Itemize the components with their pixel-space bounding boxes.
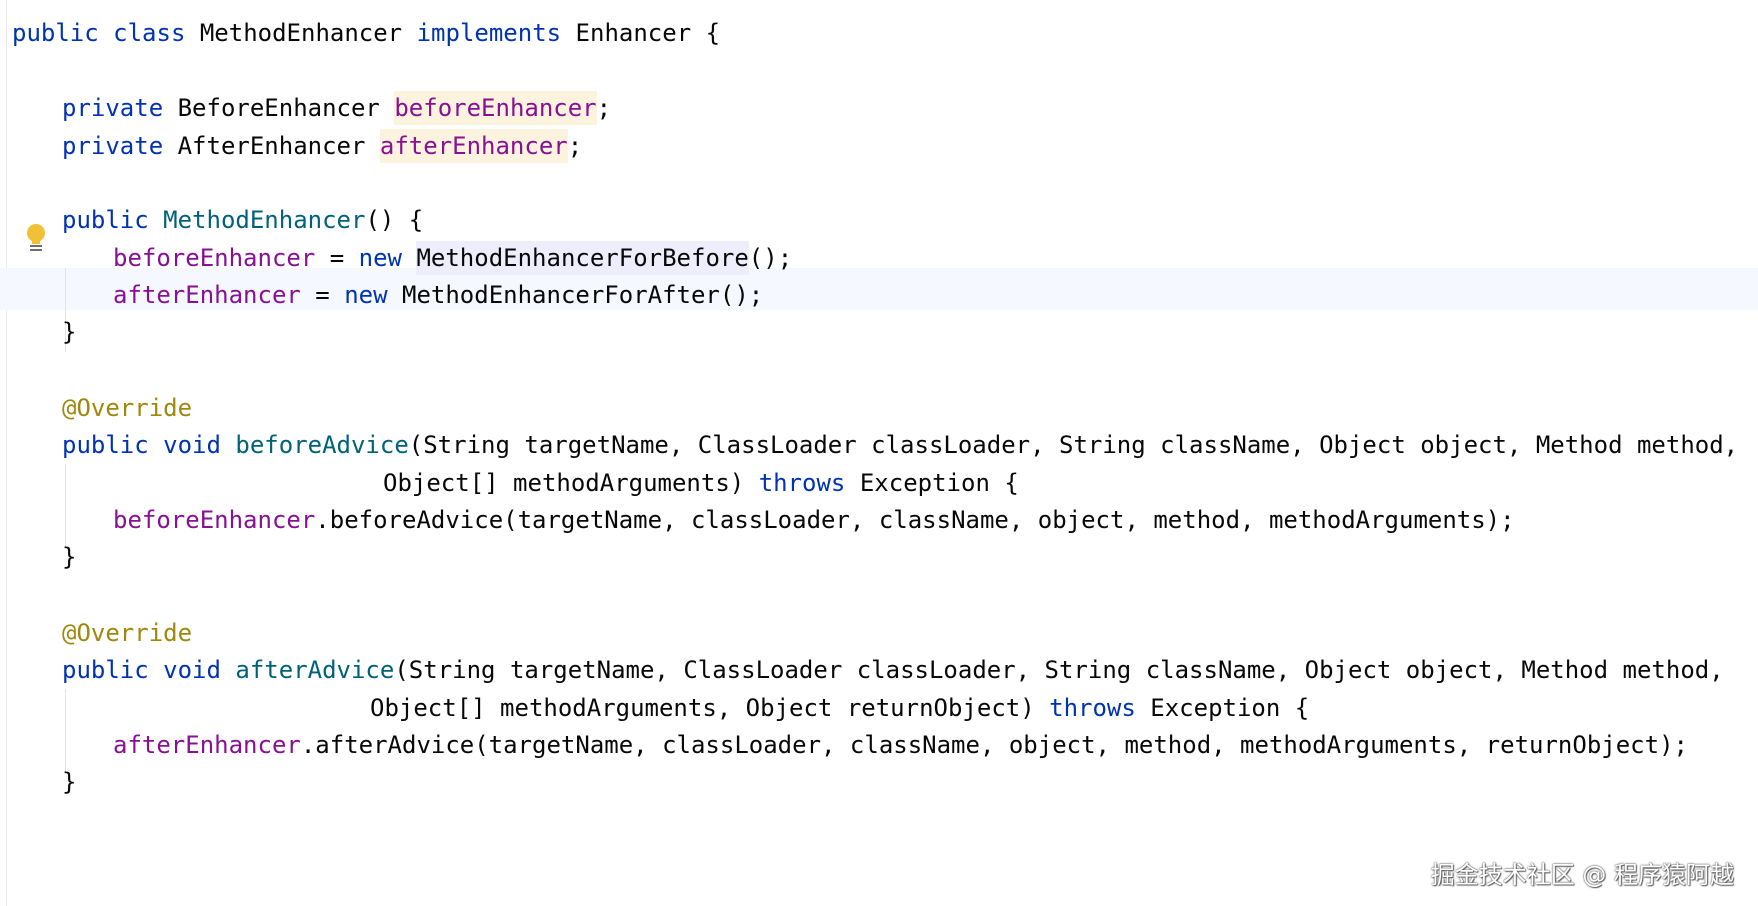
- code-line-field-after[interactable]: private AfterEnhancer afterEnhancer;: [62, 125, 582, 167]
- code-text: Exception {: [859, 469, 1019, 497]
- method-name: afterAdvice: [235, 656, 395, 684]
- code-line-field-before[interactable]: private BeforeEnhancer beforeEnhancer;: [62, 87, 611, 129]
- code-text: ;: [596, 94, 612, 122]
- code-line-close-brace[interactable]: }: [62, 536, 76, 578]
- code-line-close-brace[interactable]: }: [62, 761, 76, 803]
- watermark: 掘金技术社区 @ 程序猿阿越: [1430, 861, 1734, 889]
- code-line-constructor[interactable]: public MethodEnhancer() {: [62, 199, 423, 241]
- code-text: ;: [567, 132, 583, 160]
- indent-guide: [65, 689, 66, 773]
- code-line-after-advice-params[interactable]: Object[] methodArguments, Object returnO…: [370, 687, 1309, 729]
- code-line-annotation[interactable]: @Override: [62, 612, 192, 654]
- code-text: .beforeAdvice(targetName, classLoader, c…: [315, 506, 1515, 534]
- code-text: }: [62, 543, 77, 571]
- keyword: public void: [62, 656, 236, 684]
- keyword: new: [344, 281, 402, 309]
- keyword: throws: [1049, 694, 1151, 722]
- keyword: throws: [758, 469, 860, 497]
- code-line-before-advice-signature[interactable]: public void beforeAdvice(String targetNa…: [62, 424, 1738, 466]
- field-name: beforeEnhancer: [113, 506, 316, 534]
- code-text: }: [62, 768, 77, 796]
- gutter-divider: [6, 0, 7, 906]
- code-line-assign-after[interactable]: afterEnhancer = new MethodEnhancerForAft…: [113, 274, 763, 316]
- class-name: MethodEnhancerForBefore: [416, 241, 749, 275]
- code-text: =: [300, 281, 345, 309]
- current-line-highlight: [0, 268, 1758, 310]
- field-name: afterEnhancer: [379, 129, 568, 163]
- code-line-after-advice-call[interactable]: afterEnhancer.afterAdvice(targetName, cl…: [113, 724, 1688, 766]
- class-name: MethodEnhancer: [199, 19, 417, 47]
- code-text: }: [62, 318, 77, 346]
- field-name: beforeEnhancer: [113, 244, 316, 272]
- constructor-name: MethodEnhancer: [163, 206, 366, 234]
- code-line-close-brace[interactable]: }: [62, 311, 76, 353]
- code-text: Object[] methodArguments, Object returnO…: [370, 694, 1050, 722]
- code-text: ();: [748, 244, 793, 272]
- code-line-before-advice-call[interactable]: beforeEnhancer.beforeAdvice(targetName, …: [113, 499, 1515, 541]
- keyword: public class: [12, 19, 200, 47]
- code-text: Object[] methodArguments): [383, 469, 759, 497]
- method-name: beforeAdvice: [235, 431, 409, 459]
- indent-guide: [65, 464, 66, 548]
- indent-guide: [65, 268, 66, 352]
- code-text: (String targetName, ClassLoader classLoa…: [394, 656, 1724, 684]
- code-text: Exception {: [1150, 694, 1310, 722]
- type-name: AfterEnhancer: [177, 132, 380, 160]
- code-text: .afterAdvice(targetName, classLoader, cl…: [300, 731, 1688, 759]
- keyword: public void: [62, 431, 236, 459]
- code-text: Enhancer {: [575, 19, 721, 47]
- annotation: @Override: [62, 619, 193, 647]
- keyword: new: [358, 244, 417, 272]
- field-name: afterEnhancer: [113, 731, 301, 759]
- code-line-after-advice-signature[interactable]: public void afterAdvice(String targetNam…: [62, 649, 1724, 691]
- code-text: (String targetName, ClassLoader classLoa…: [408, 431, 1739, 459]
- code-text: =: [315, 244, 359, 272]
- field-name: afterEnhancer: [113, 281, 301, 309]
- keyword: private: [62, 94, 178, 122]
- annotation: @Override: [62, 394, 193, 422]
- code-text: MethodEnhancerForAfter();: [402, 281, 764, 309]
- keyword: private: [62, 132, 178, 160]
- code-line-class-declaration[interactable]: public class MethodEnhancer implements E…: [12, 12, 720, 54]
- code-text: () {: [365, 206, 424, 234]
- keyword: implements: [416, 19, 576, 47]
- keyword: public: [62, 206, 164, 234]
- lightbulb-icon[interactable]: [26, 224, 54, 256]
- code-line-assign-before[interactable]: beforeEnhancer = new MethodEnhancerForBe…: [113, 237, 792, 279]
- code-line-annotation[interactable]: @Override: [62, 387, 192, 429]
- field-name: beforeEnhancer: [394, 91, 597, 125]
- code-line-before-advice-params[interactable]: Object[] methodArguments) throws Excepti…: [383, 462, 1019, 504]
- type-name: BeforeEnhancer: [177, 94, 395, 122]
